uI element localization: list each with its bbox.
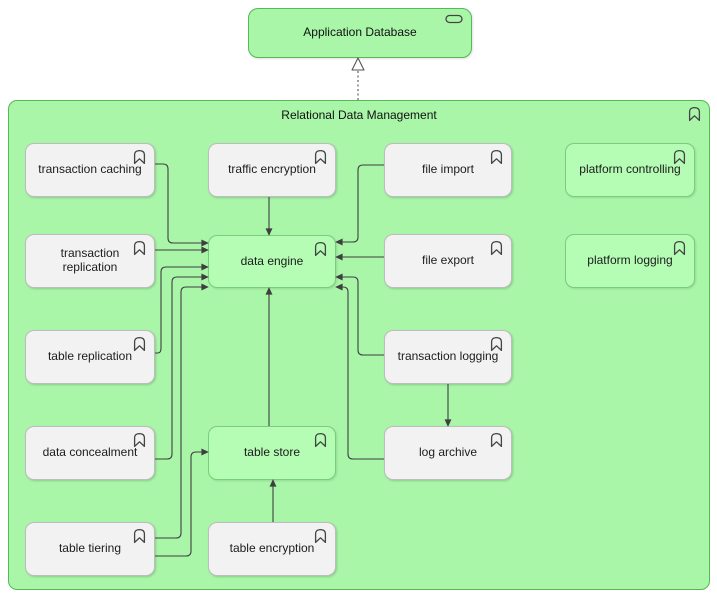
node-label: transaction logging — [397, 349, 499, 364]
node-label: data concealment — [42, 445, 138, 460]
node-label: Application Database — [303, 25, 417, 40]
edge-realization-to-application-database-open-triangle-head — [351, 57, 365, 71]
node-label: transaction caching — [38, 162, 142, 177]
function-icon — [490, 149, 503, 169]
node-table-replication[interactable]: table replication — [25, 330, 155, 384]
node-transaction-caching[interactable]: transaction caching — [25, 143, 155, 197]
function-icon — [314, 432, 327, 452]
function-icon — [490, 240, 503, 260]
node-platform-logging[interactable]: platform logging — [565, 234, 695, 288]
function-icon — [314, 241, 327, 261]
node-label: file export — [421, 253, 475, 268]
node-transaction-replication[interactable]: transaction replication — [25, 234, 155, 288]
node-file-import[interactable]: file import — [384, 143, 512, 197]
node-label: platform controlling — [579, 162, 681, 177]
node-label: platform logging — [587, 253, 673, 268]
node-table-store[interactable]: table store — [208, 426, 336, 480]
function-icon — [688, 106, 701, 126]
node-label: table encryption — [229, 541, 315, 556]
node-platform-controlling[interactable]: platform controlling — [565, 143, 695, 197]
function-icon — [133, 528, 146, 548]
capsule-icon — [445, 14, 463, 28]
node-log-archive[interactable]: log archive — [384, 426, 512, 480]
node-label: transaction replication — [60, 246, 120, 274]
node-label: table replication — [47, 349, 133, 364]
node-data-concealment[interactable]: data concealment — [25, 426, 155, 480]
node-table-tiering[interactable]: table tiering — [25, 522, 155, 576]
node-label: data engine — [240, 253, 304, 268]
node-label: file import — [421, 162, 474, 177]
node-traffic-encryption[interactable]: traffic encryption — [208, 143, 336, 197]
node-application-database[interactable]: Application Database — [248, 8, 472, 58]
node-data-engine[interactable]: data engine — [208, 235, 336, 288]
node-label: log archive — [418, 445, 478, 460]
function-icon — [490, 432, 503, 452]
node-label: Relational Data Management — [281, 108, 437, 122]
node-file-export[interactable]: file export — [384, 234, 512, 288]
node-label: table tiering — [58, 541, 122, 556]
node-label: table store — [243, 445, 301, 460]
node-transaction-logging[interactable]: transaction logging — [384, 330, 512, 384]
node-label: traffic encryption — [228, 162, 316, 177]
node-table-encryption[interactable]: table encryption — [208, 522, 336, 576]
